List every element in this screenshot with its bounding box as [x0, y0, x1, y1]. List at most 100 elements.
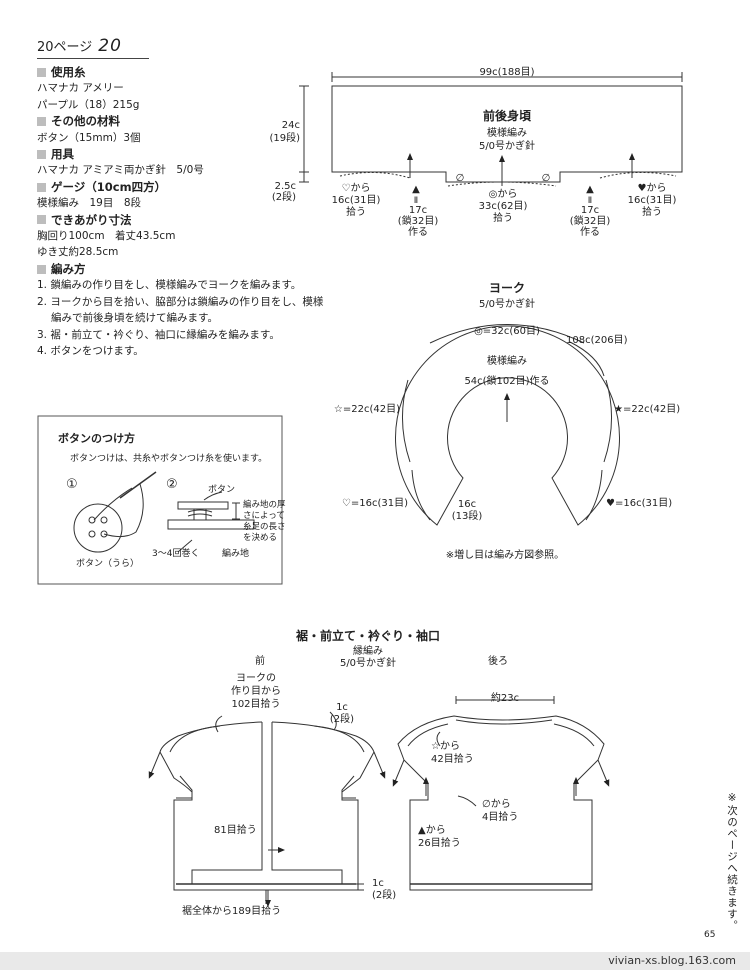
- svg-text:拾う: 拾う: [493, 211, 513, 224]
- body-low-rows: (2段): [272, 190, 296, 203]
- front-outline: [159, 721, 375, 891]
- page-label: 20ページ: [37, 40, 93, 55]
- svg-text:作る: 作る: [580, 226, 600, 238]
- front-pick-label: 81目拾う: [214, 823, 257, 836]
- svg-text:26目拾う: 26目拾う: [418, 836, 461, 849]
- phi-pick-note: ∅から: [482, 798, 511, 810]
- body-low-label: 2.5c: [275, 181, 296, 192]
- svg-text:(13段): (13段): [452, 509, 483, 522]
- size-line-2: ゆき丈約28.5cm: [37, 246, 119, 259]
- tools-heading: 用具: [37, 146, 327, 162]
- step-1: 1. 鎖編みの作り目をし、模様編みでヨークを編みます。: [37, 279, 302, 292]
- button-back-label: ボタン（うら）: [76, 558, 139, 569]
- svg-text:(鎖32目): (鎖32目): [570, 214, 611, 227]
- svg-text:(鎖32目): (鎖32目): [398, 214, 439, 227]
- body-outline: [331, 85, 683, 183]
- yarn-heading: 使用糸: [37, 64, 327, 80]
- thickness-note: 編み地の厚: [243, 499, 286, 510]
- footer-url: vivian-xs.blog.163.com: [608, 954, 736, 967]
- method-heading: 編み方: [37, 261, 327, 277]
- header-underline: [37, 58, 149, 59]
- pick-heart-open: ♡から: [342, 182, 371, 194]
- phi-marker-icon: ∅: [456, 173, 465, 184]
- triangle-marker-icon: ▲: [412, 184, 420, 195]
- yoke-outline: [395, 325, 620, 526]
- triangle-marker-icon: ▲: [586, 184, 594, 195]
- equal-marker-icon: Ⅱ: [414, 196, 418, 206]
- button-box: ボタンのつけ方 ボタンつけは、共糸やボタンつけ糸を使います。 ① ② ボタン（う…: [37, 415, 286, 585]
- gauge-heading: ゲージ（10cm四方）: [37, 179, 327, 195]
- yoke-left-star: ☆=22c(42目): [334, 404, 400, 415]
- body-height-label: 24c: [282, 120, 300, 131]
- svg-text:102目拾う: 102目拾う: [231, 697, 280, 710]
- button-label: ボタン: [208, 484, 235, 495]
- button-box-desc: ボタンつけは、共糸やボタンつけ糸を使います。: [70, 452, 267, 464]
- back-label: 後ろ: [488, 654, 508, 667]
- svg-text:を決める: を決める: [243, 532, 277, 543]
- page-number: 65: [704, 930, 716, 940]
- depth-top: 1c: [336, 702, 348, 713]
- step-3: 3. 裾・前立て・衿ぐり、袖口に縁編みを編みます。: [37, 328, 280, 341]
- svg-text:33c(62目): 33c(62目): [479, 201, 528, 212]
- front-label: 前: [255, 654, 265, 667]
- yoke-top-width: ◎=32c(60目): [474, 326, 540, 337]
- edge-pattern: 縁編み: [353, 644, 383, 657]
- pick-heart-filled: ♥から: [638, 182, 667, 194]
- depth-hem: 1c: [372, 878, 384, 889]
- yoke-pick-note: ヨークの: [236, 672, 276, 684]
- size-line-1: 胸回り100cm 着丈43.5cm: [37, 230, 176, 243]
- equal-marker-icon: Ⅱ: [588, 196, 592, 206]
- svg-text:16c(31目): 16c(31目): [332, 195, 381, 206]
- step-number-2: ②: [166, 477, 178, 492]
- svg-text:拾う: 拾う: [642, 205, 662, 218]
- size-heading: できあがり寸法: [37, 212, 327, 228]
- phi-marker-icon: ∅: [542, 173, 551, 184]
- step-4: 4. ボタンをつけます。: [37, 344, 144, 357]
- yoke-diagram: [395, 324, 620, 526]
- square-bullet-icon: [37, 264, 46, 274]
- tri-pick-note: ▲から: [418, 824, 446, 836]
- front-view-diagram: [148, 711, 386, 907]
- yarn-line-2: パープル（18）215g: [37, 98, 140, 111]
- yoke-bottom-left: ♡=16c(31目): [342, 498, 408, 509]
- square-bullet-icon: [37, 67, 46, 77]
- yoke-pattern: 模様編み: [487, 354, 527, 367]
- hem-pick-label: 裾全体から189目拾う: [182, 904, 281, 917]
- pattern-number: 20: [98, 36, 122, 56]
- square-bullet-icon: [37, 182, 46, 192]
- other-line-1: ボタン（15mm）3個: [37, 131, 141, 144]
- svg-text:糸足の長さ: 糸足の長さ: [243, 521, 286, 532]
- svg-text:作る: 作る: [408, 226, 428, 238]
- pick-double-circle: ◎から: [489, 188, 518, 200]
- svg-text:(2段): (2段): [330, 712, 354, 725]
- body-hook: 5/0号かぎ針: [479, 139, 535, 152]
- star-pick-note: ☆から: [431, 740, 460, 752]
- edge-hook: 5/0号かぎ針: [340, 656, 396, 669]
- back-view-diagram: [392, 696, 610, 891]
- yoke-rows: 16c: [458, 499, 476, 510]
- step-2: 2. ヨークから目を拾い、脇部分は鎖編みの作り目をし、模様編みで前後身頃を続けて…: [37, 295, 324, 325]
- page-header: 20ページ 20: [37, 36, 122, 56]
- fabric-illustration: [167, 519, 255, 530]
- square-bullet-icon: [37, 149, 46, 159]
- other-heading: その他の材料: [37, 113, 327, 129]
- svg-text:作り目から: 作り目から: [231, 685, 281, 697]
- tools-line-1: ハマナカ アミアミ両かぎ針 5/0号: [37, 164, 204, 177]
- square-bullet-icon: [37, 215, 46, 225]
- body-title: 前後身頃: [483, 108, 532, 123]
- back-width-label: 約23c: [491, 691, 519, 704]
- edge-title: 裾・前立て・衿ぐり・袖口: [296, 628, 440, 643]
- yoke-right-star: ★=22c(42目): [614, 404, 680, 415]
- gauge-line-1: 模様編み 19目 8段: [37, 197, 142, 210]
- wrap-label: 3〜4回巻く: [152, 547, 199, 559]
- yoke-chain: 54c(鎖102目)作る: [464, 374, 549, 387]
- yarn-line-1: ハマナカ アメリー: [37, 82, 124, 95]
- footer-bar: vivian-xs.blog.163.com: [0, 952, 750, 970]
- svg-text:4目拾う: 4目拾う: [482, 810, 518, 823]
- svg-text:拾う: 拾う: [346, 205, 366, 218]
- square-bullet-icon: [37, 116, 46, 126]
- continued-note: ※次のページへ続きます。: [726, 792, 738, 932]
- body-pattern: 模様編み: [487, 126, 527, 139]
- yoke-hook: 5/0号かぎ針: [479, 297, 535, 310]
- chain-left: 17c: [409, 205, 427, 216]
